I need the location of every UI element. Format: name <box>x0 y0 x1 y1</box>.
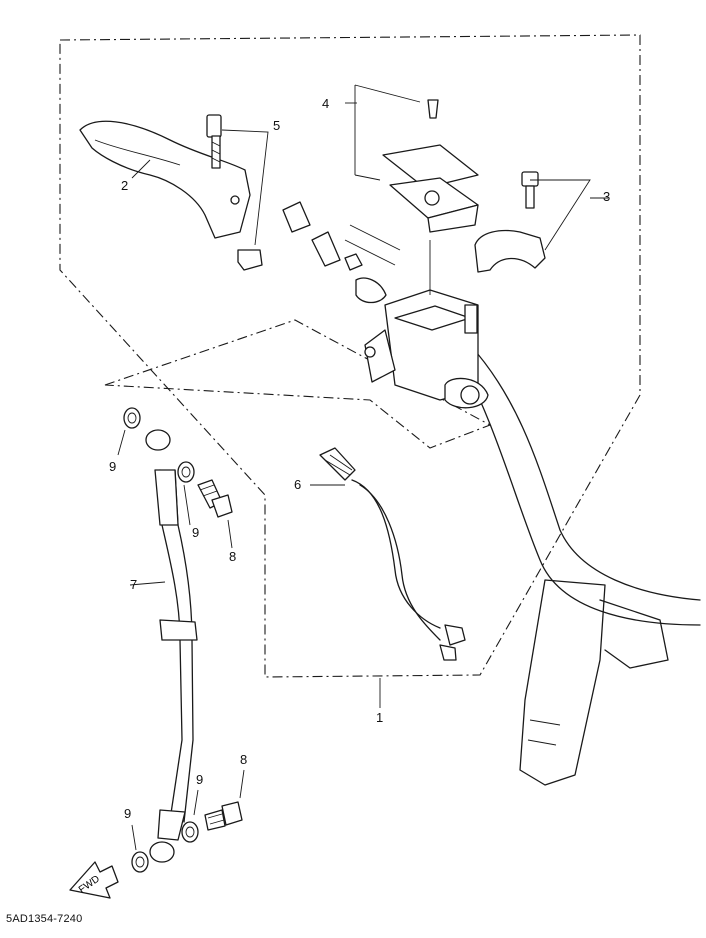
callout-4: 4 <box>322 96 329 111</box>
callout-6: 6 <box>294 477 301 492</box>
callout-2: 2 <box>121 178 128 193</box>
brake-lever <box>79 120 251 239</box>
union-bolts <box>197 479 245 831</box>
callout-9b: 9 <box>192 525 199 540</box>
diagram-code: 5AD1354-7240 <box>6 913 83 925</box>
callout-3: 3 <box>603 189 610 204</box>
callout-1: 1 <box>376 710 383 725</box>
callout-8a: 8 <box>229 549 236 564</box>
callout-9c: 9 <box>196 772 203 787</box>
master-cylinder-group-boundary <box>104 319 492 449</box>
callout-7: 7 <box>130 577 137 592</box>
piston-kit <box>282 201 401 304</box>
callout-9d: 9 <box>124 806 131 821</box>
copper-washers <box>117 407 199 873</box>
callout-9a: 9 <box>109 459 116 474</box>
brake-hose <box>129 429 198 863</box>
assembly-boundary <box>59 34 641 678</box>
lever-bolt <box>206 114 263 271</box>
handlebar-holder <box>474 171 608 273</box>
handlebar <box>454 344 701 786</box>
callout-8b: 8 <box>240 752 247 767</box>
reservoir-cap <box>354 84 479 233</box>
master-cylinder-body <box>364 240 489 409</box>
callout-5: 5 <box>273 118 280 133</box>
brake-switch <box>310 447 466 661</box>
fwd-arrow-icon <box>69 861 119 899</box>
